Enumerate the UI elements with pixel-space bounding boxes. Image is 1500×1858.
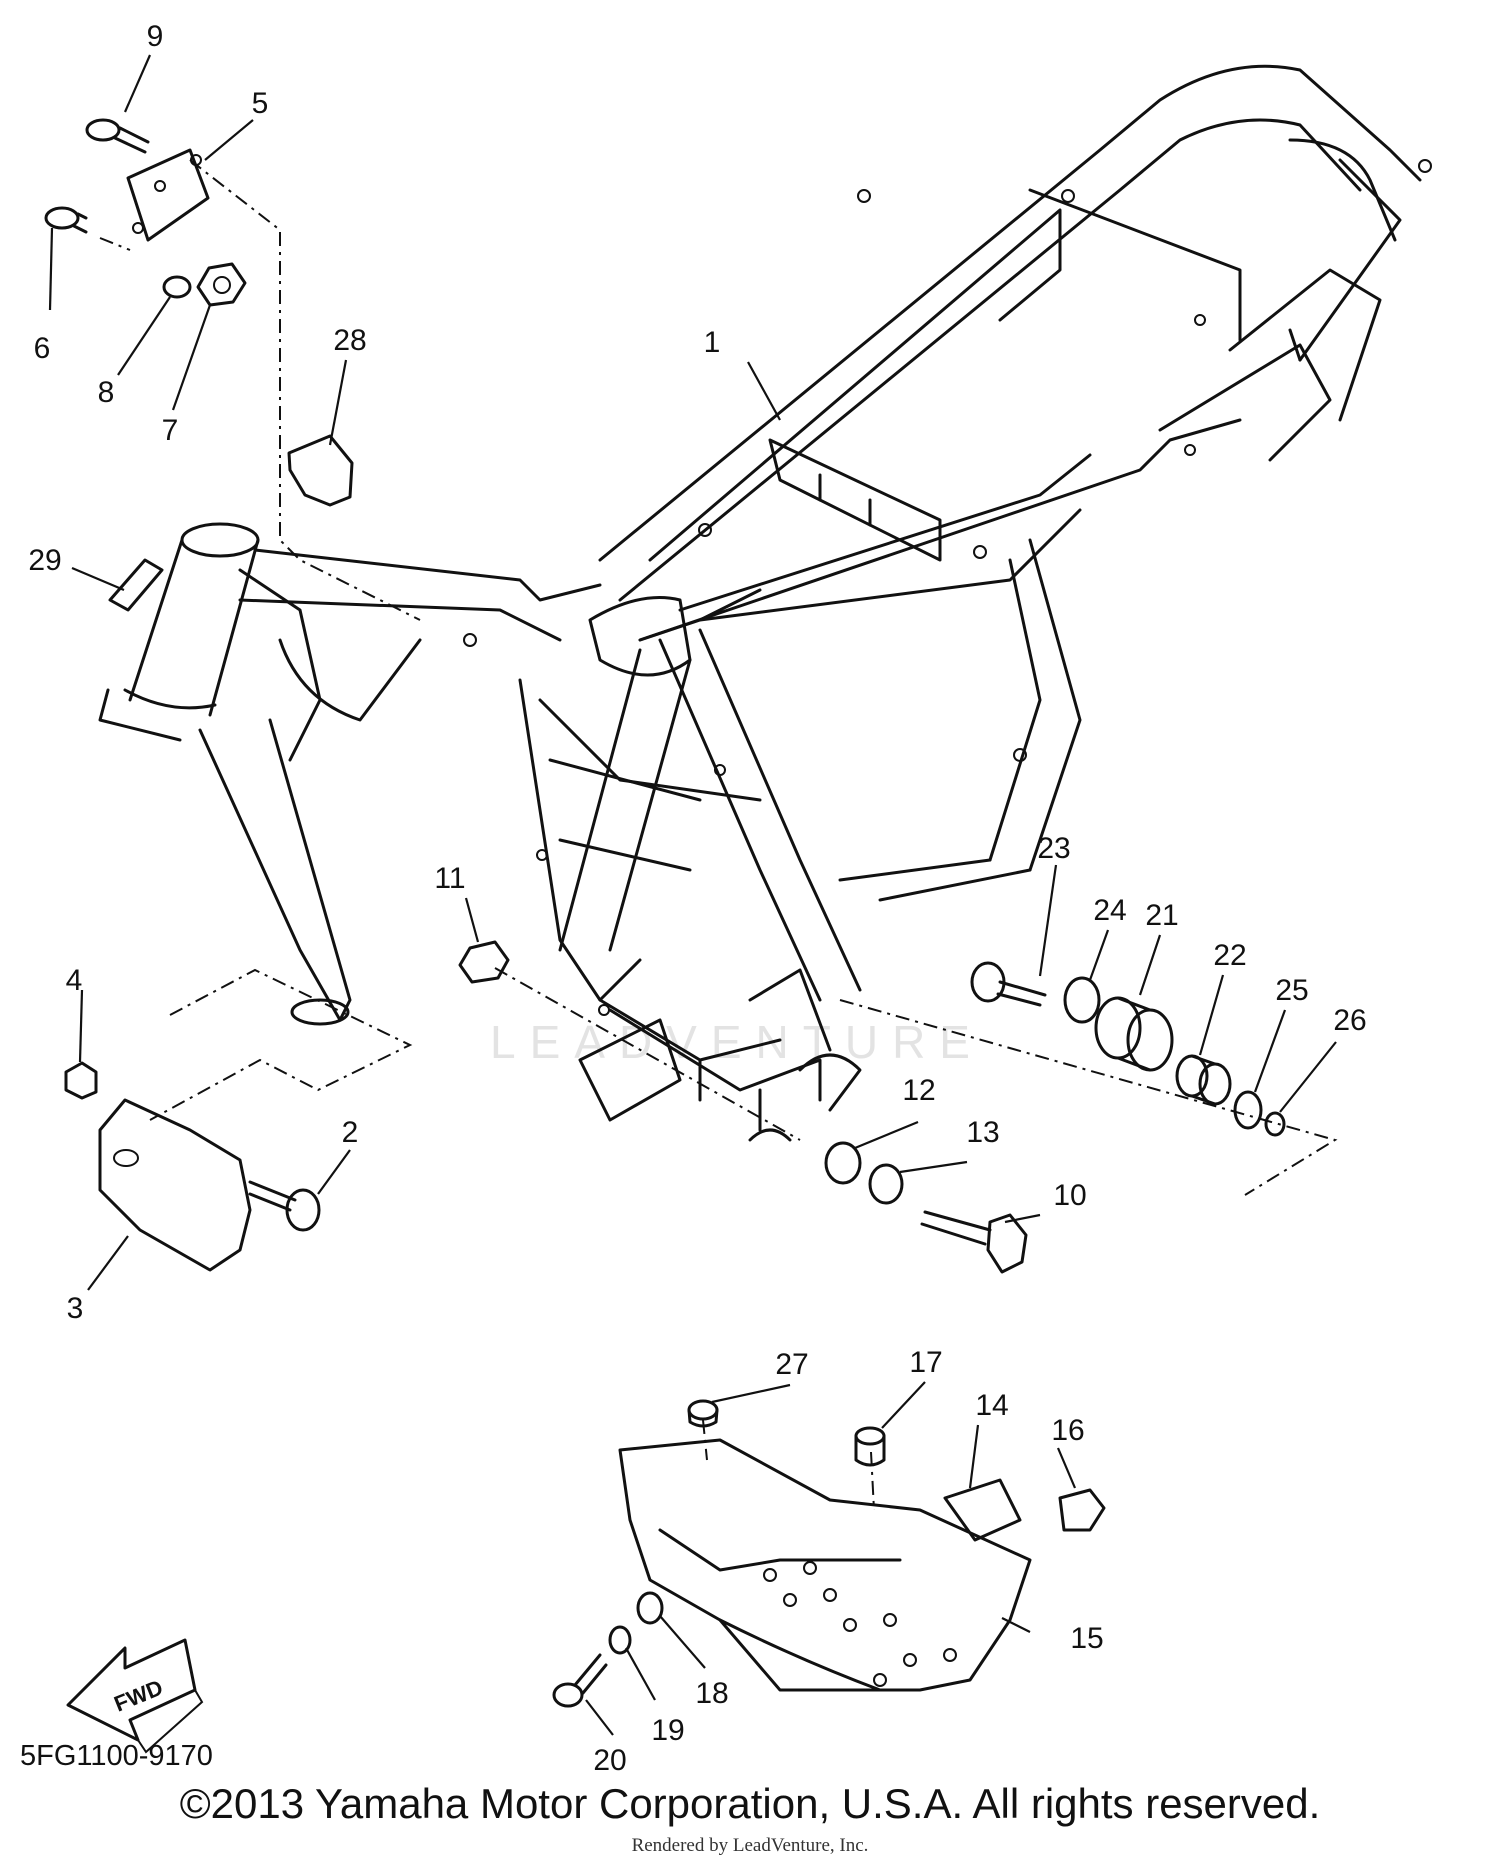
washer-24-drawing	[1063, 976, 1101, 1024]
callout-19: 19	[651, 1714, 684, 1747]
callout-10: 10	[1053, 1179, 1086, 1212]
leader-lines	[48, 54, 1337, 1736]
washer-25-drawing	[1233, 1090, 1263, 1130]
spacer-21-drawing	[1094, 996, 1174, 1072]
callout-28: 28	[333, 324, 366, 357]
callout-23: 23	[1037, 832, 1070, 865]
callout-29: 29	[28, 544, 61, 577]
drawing-code: 5FG1100-9170	[20, 1740, 213, 1772]
callout-15: 15	[1070, 1622, 1103, 1655]
watermark-text: LEADVENTURE	[490, 1016, 984, 1068]
fwd-label: FWD	[111, 1675, 167, 1717]
copyright-notice: ©2013 Yamaha Motor Corporation, U.S.A. A…	[179, 1780, 1321, 1827]
callout-22: 22	[1213, 939, 1246, 972]
callout-4: 4	[66, 964, 83, 997]
callout-9: 9	[147, 20, 164, 53]
callout-24: 24	[1093, 894, 1126, 927]
callout-17: 17	[909, 1346, 942, 1379]
callout-6: 6	[34, 332, 51, 365]
nut-7-drawing	[196, 262, 247, 307]
nut-4-drawing	[64, 1061, 98, 1100]
callout-8: 8	[98, 376, 115, 409]
fwd-arrow-icon: FWD	[66, 1638, 204, 1754]
bolt-9-drawing	[85, 118, 150, 154]
damper-17-drawing	[854, 1426, 886, 1467]
callout-1: 1	[704, 326, 721, 359]
callout-25: 25	[1275, 974, 1308, 1007]
callout-21: 21	[1145, 899, 1178, 932]
bolt-20-drawing	[552, 1653, 608, 1708]
callout-11: 11	[434, 862, 465, 895]
nut-11-drawing	[458, 940, 510, 984]
bracket-14-drawing	[943, 1478, 1022, 1542]
washer-13-drawing	[868, 1163, 904, 1205]
washer-12-drawing	[824, 1141, 862, 1185]
callout-27: 27	[775, 1348, 808, 1381]
callout-12: 12	[902, 1074, 935, 1107]
collar-19-drawing	[608, 1625, 632, 1655]
rendered-by-note: Rendered by LeadVenture, Inc.	[631, 1835, 869, 1856]
bolt-6-drawing	[44, 206, 88, 234]
washer-8-drawing	[162, 275, 192, 299]
bolt-2-drawing	[248, 1180, 321, 1232]
cover-28-drawing	[287, 434, 354, 507]
bolt-10-drawing	[920, 1210, 1028, 1274]
skid-plate-15-drawing	[618, 1438, 1032, 1692]
callout-14: 14	[975, 1389, 1008, 1422]
main-frame-drawing	[98, 64, 1432, 1142]
callout-20: 20	[593, 1744, 626, 1777]
bolt-23-drawing	[970, 961, 1047, 1007]
callout-2: 2	[342, 1116, 359, 1149]
bushing-26-drawing	[1264, 1111, 1286, 1137]
clip-16-drawing	[1058, 1488, 1106, 1532]
damper-18-drawing	[636, 1591, 664, 1625]
callout-3: 3	[67, 1292, 84, 1325]
callout-7: 7	[162, 414, 179, 447]
collar-22-drawing	[1175, 1054, 1232, 1106]
callout-16: 16	[1051, 1414, 1084, 1447]
callout-18: 18	[695, 1677, 728, 1710]
assembly-dash-lines	[99, 159, 1338, 1511]
callout-numbers: 1 2 3 4 5 6 7 8 9 10 11 12 13 14 15 16 1…	[28, 20, 1366, 1777]
callout-5: 5	[252, 87, 269, 120]
callout-13: 13	[966, 1116, 999, 1149]
callout-26: 26	[1333, 1004, 1366, 1037]
plate-29-drawing	[108, 558, 164, 612]
